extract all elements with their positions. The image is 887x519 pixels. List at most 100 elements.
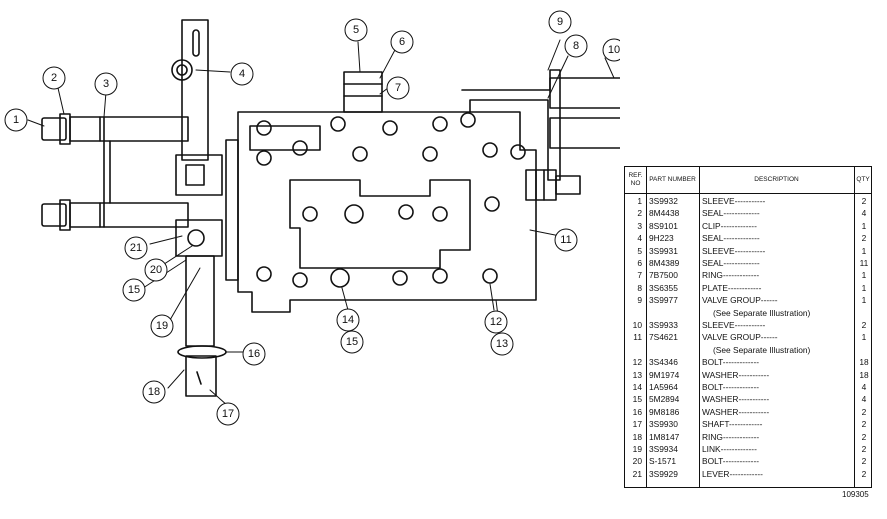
right-spring	[525, 169, 581, 201]
ref-cell: 15	[632, 394, 642, 405]
callout-15b: 15	[122, 278, 146, 302]
callout-9: 9	[548, 10, 572, 34]
ref-cell: 12	[632, 357, 642, 368]
svg-text:16: 16	[248, 348, 260, 360]
description-cell: LINK-------------	[702, 444, 757, 454]
part-number-cell: 9H223	[649, 233, 674, 244]
callout-19: 19	[150, 314, 174, 338]
svg-text:8: 8	[573, 40, 579, 52]
svg-text:17: 17	[222, 408, 234, 420]
qty-cell: 2	[861, 406, 867, 417]
ref-cell: 21	[632, 468, 642, 479]
part-number-cell: 3S9930	[649, 419, 678, 430]
qty-cell: 1	[861, 282, 867, 293]
svg-text:20: 20	[150, 264, 162, 276]
description-cell: VALVE GROUP------	[702, 295, 778, 306]
svg-text:10: 10	[608, 44, 620, 56]
header-ref: REF. NO	[628, 172, 643, 187]
svg-text:5: 5	[353, 24, 359, 36]
part-number-cell: 7B7500	[649, 270, 678, 281]
callout-1: 1	[4, 108, 28, 132]
qty-cell: 1	[861, 245, 867, 256]
figure-number: 109305	[842, 490, 869, 499]
valve-body	[225, 111, 537, 313]
description-cell: BOLT-------------	[702, 456, 760, 467]
description-cell: PLATE------------	[702, 282, 762, 293]
description-cell: RING-------------	[702, 270, 760, 281]
parts-diagram: 1 2 3 4 5 6 6 6 7 8 9 10 11 12 13 14 15 …	[4, 10, 620, 426]
callouts: 1 2 3 4 5 6 6 6 7 8 9 10 11 12 13 14 15 …	[4, 10, 620, 426]
svg-text:4: 4	[239, 68, 245, 80]
part-number-cell: 3S9931	[649, 245, 678, 256]
description-cell: BOLT-------------	[702, 382, 760, 392]
ref-cell: 10	[632, 320, 642, 330]
svg-text:2: 2	[51, 72, 57, 84]
ref-cell: 18	[632, 431, 642, 442]
description-cell: SLEEVE-----------	[702, 196, 766, 206]
leader-lines	[27, 39, 615, 407]
part-number-cell: 3S9977	[649, 295, 678, 306]
part-number-cell: 9M8186	[649, 406, 680, 417]
callout-20: 20	[144, 258, 168, 282]
qty-cell: 1	[861, 220, 867, 231]
svg-text:18: 18	[148, 386, 160, 398]
part-number-cell: 1M8147	[649, 431, 680, 442]
part-number-cell: 9M1974	[649, 369, 680, 380]
ref-cell: 8	[637, 282, 642, 293]
qty-cell: 18	[859, 369, 869, 380]
ref-cell: 2	[637, 208, 642, 219]
svg-text:12: 12	[490, 316, 502, 328]
ref-cell: 20	[632, 456, 642, 467]
qty-cell: 2	[861, 456, 867, 467]
svg-text:14: 14	[342, 314, 354, 326]
callout-15a: 15	[340, 330, 364, 354]
row-note: (See Separate Illustration)	[713, 307, 811, 318]
svg-text:9: 9	[557, 16, 563, 28]
qty-cell: 2	[861, 419, 867, 430]
callout-3: 3	[94, 72, 118, 96]
parts-list-table: REF. NO PART NUMBER DESCRIPTION QTY 1 3S9…	[624, 166, 872, 488]
description-cell: SEAL-------------	[702, 258, 760, 268]
row-note: (See Separate Illustration)	[713, 344, 811, 355]
qty-cell: 2	[861, 320, 867, 330]
part-number-cell: 3S9934	[649, 444, 678, 454]
description-cell: VALVE GROUP------	[702, 332, 778, 343]
top-sleeve	[343, 71, 383, 113]
header-part-number: PART NUMBER	[649, 176, 696, 183]
ref-cell: 14	[632, 382, 642, 392]
part-number-cell: 3S6355	[649, 282, 678, 293]
part-number-cell: 3S9932	[649, 196, 678, 206]
description-cell: WASHER-----------	[702, 369, 770, 380]
qty-cell: 4	[861, 394, 867, 405]
header-description: DESCRIPTION	[754, 176, 799, 183]
table-row: 8 3S6355 PLATE------------ 1	[625, 282, 871, 294]
svg-text:15: 15	[346, 336, 358, 348]
svg-text:13: 13	[496, 338, 508, 350]
ref-cell: 9	[637, 295, 642, 306]
table-header: REF. NO PART NUMBER DESCRIPTION QTY	[625, 167, 871, 194]
description-cell: SLEEVE-----------	[702, 245, 766, 256]
column-divider	[699, 167, 700, 487]
part-number-cell: 1A5964	[649, 382, 678, 392]
ref-cell: 11	[633, 332, 642, 343]
vertical-shaft	[171, 19, 227, 397]
svg-text:7: 7	[395, 82, 401, 94]
svg-text:21: 21	[130, 242, 142, 254]
description-cell: WASHER-----------	[702, 394, 770, 405]
description-cell: LEVER------------	[702, 468, 763, 479]
ref-cell: 3	[637, 220, 642, 231]
left-lower-sleeve	[41, 140, 189, 231]
ref-cell: 16	[632, 406, 642, 417]
description-cell: SLEEVE-----------	[702, 320, 766, 330]
svg-text:15: 15	[128, 284, 140, 296]
